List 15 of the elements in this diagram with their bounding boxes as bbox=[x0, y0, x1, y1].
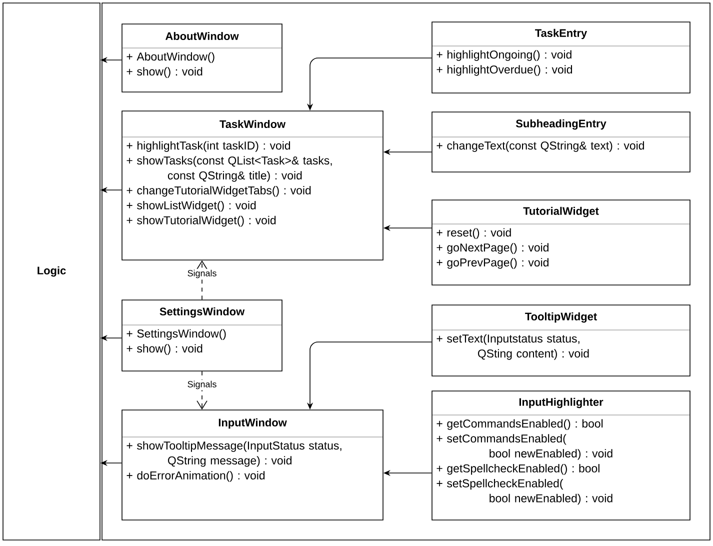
edge-label: Signals bbox=[186, 268, 218, 280]
class-box: TutorialWidget + reset() : void + goNextPage() : void + goPrevPage() : void bbox=[432, 200, 690, 286]
class-box: TaskEntry + highlightOngoing() : void + highlightOverdue() : void bbox=[432, 22, 690, 94]
class-box: InputWindow + showTooltipMessage(InputStatus status, QString message) : void + doErrorAnimation() : void bbox=[122, 410, 384, 520]
class-box: SubheadingEntry + changeText(const QString& text) : void bbox=[432, 112, 690, 172]
arrow bbox=[196, 371, 208, 410]
class-box: AboutWindow + AboutWindow() + show() : void bbox=[122, 24, 282, 92]
class-box: TaskWindow + highlightTask(int taskID) : void + showTasks(const QList<Task>& tasks, const QString& title) : void + changeTutorialWidgetTabs() : void + showListWidget() : void + showTutorialWidget() : void bbox=[122, 110, 384, 260]
package-frame bbox=[102, 2, 710, 540]
class-box: InputHighlighter + getCommandsEnabled() : bool + setCommandsEnabled( bool newEnabled) : void + getSpellcheckEnabled() : bool + setSpellcheckEnabled( bool newEnabled) : void bbox=[432, 390, 690, 520]
arrow bbox=[196, 260, 208, 300]
class-box: SettingsWindow + SettingsWindow() + show() : void bbox=[122, 300, 282, 372]
package-box: Logic bbox=[2, 2, 100, 540]
class-box: TooltipWidget + setText(Inputstatus status, QSting content) : void bbox=[432, 304, 690, 376]
edge-label: Signals bbox=[186, 380, 218, 390]
